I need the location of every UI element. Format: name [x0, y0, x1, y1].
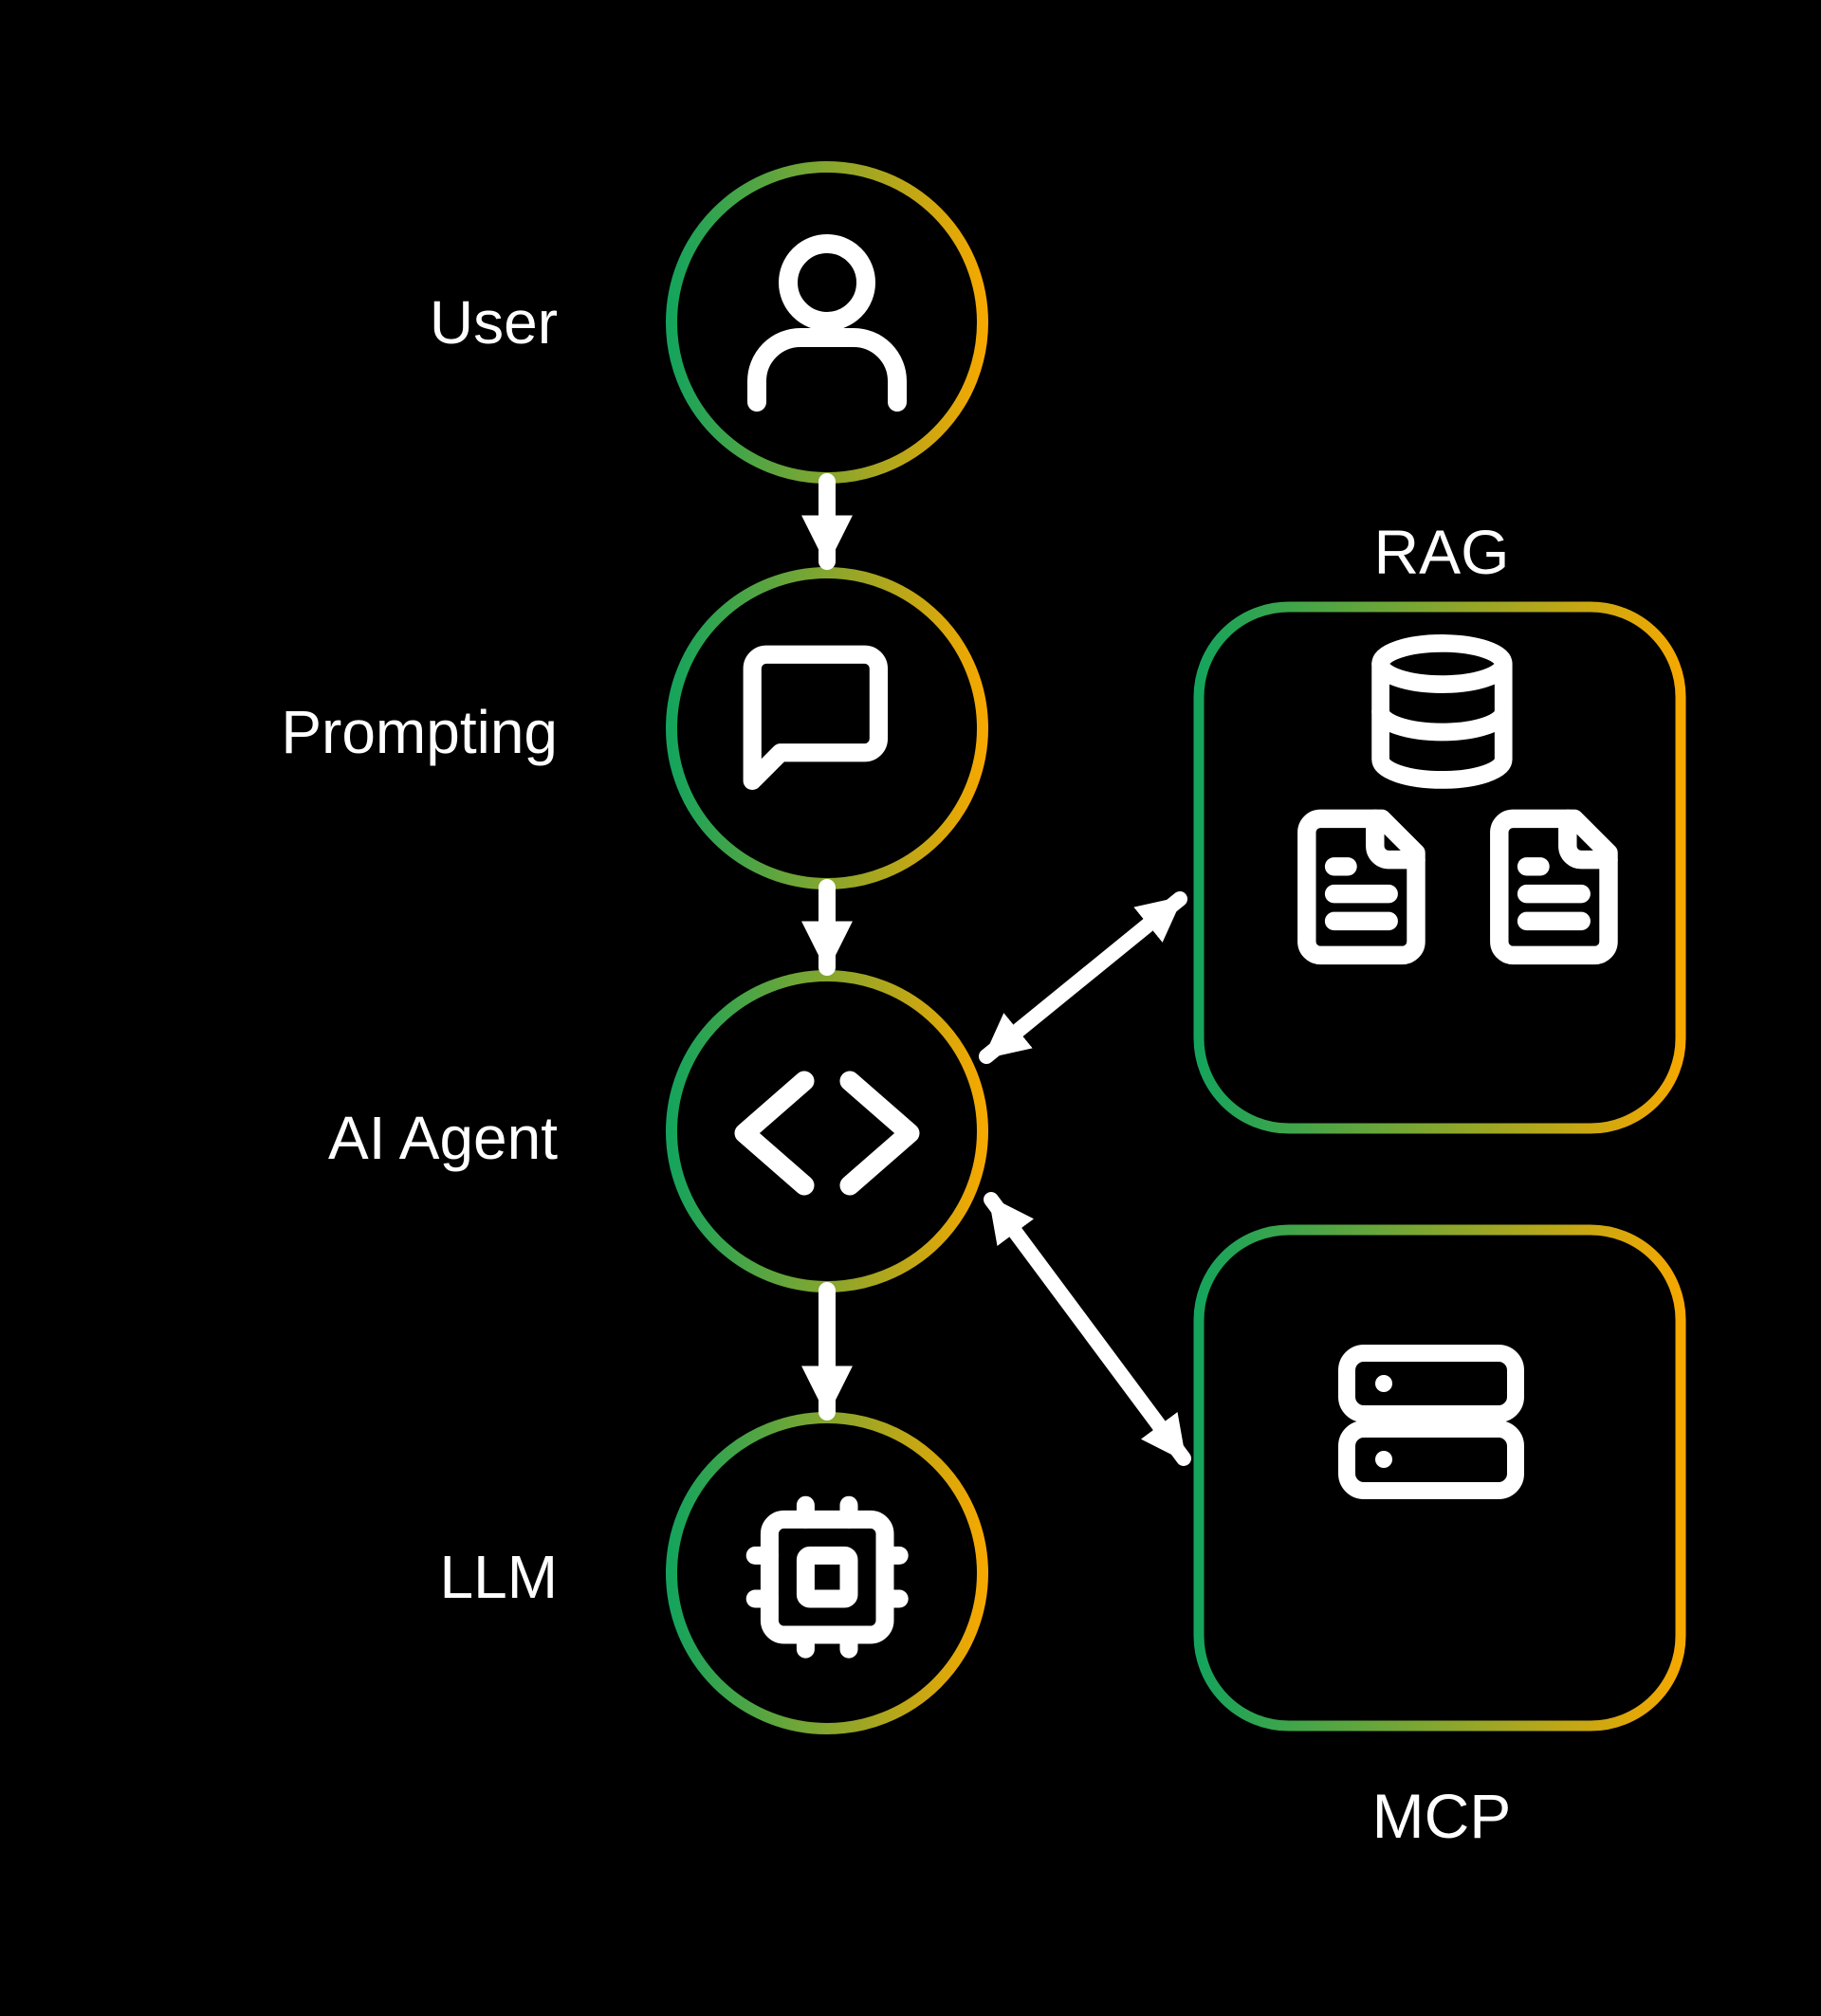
rag-box	[1193, 601, 1686, 1134]
arrow-ai-agent-mcp	[984, 1192, 1191, 1466]
server-dot	[1375, 1375, 1392, 1392]
llm-label: LLM	[440, 1543, 559, 1611]
server-indicator-dots	[1375, 1375, 1392, 1468]
icons	[734, 234, 1618, 1659]
mcp-label: MCP	[1372, 1781, 1512, 1851]
chat-bubble-icon	[743, 645, 889, 791]
database-icon	[1371, 634, 1513, 789]
connectors	[801, 473, 1191, 1466]
mcp-box	[1193, 1224, 1686, 1732]
document-icon	[1490, 809, 1618, 965]
labels: User Prompting AI Agent LLM RAG MCP	[281, 288, 1511, 1851]
ai-agent-label: AI Agent	[328, 1104, 558, 1172]
cpu-chip-icon	[745, 1495, 909, 1659]
prompting-label: Prompting	[281, 698, 558, 766]
code-brackets-icon	[734, 1071, 920, 1196]
document-icon	[1297, 809, 1426, 965]
arrow-ai-agent-rag	[979, 891, 1187, 1064]
user-label: User	[430, 288, 558, 357]
server-dot	[1375, 1451, 1392, 1468]
rag-label: RAG	[1373, 517, 1509, 587]
server-icon	[1338, 1345, 1524, 1499]
person-icon	[747, 234, 907, 412]
side-boxes	[1193, 601, 1686, 1732]
